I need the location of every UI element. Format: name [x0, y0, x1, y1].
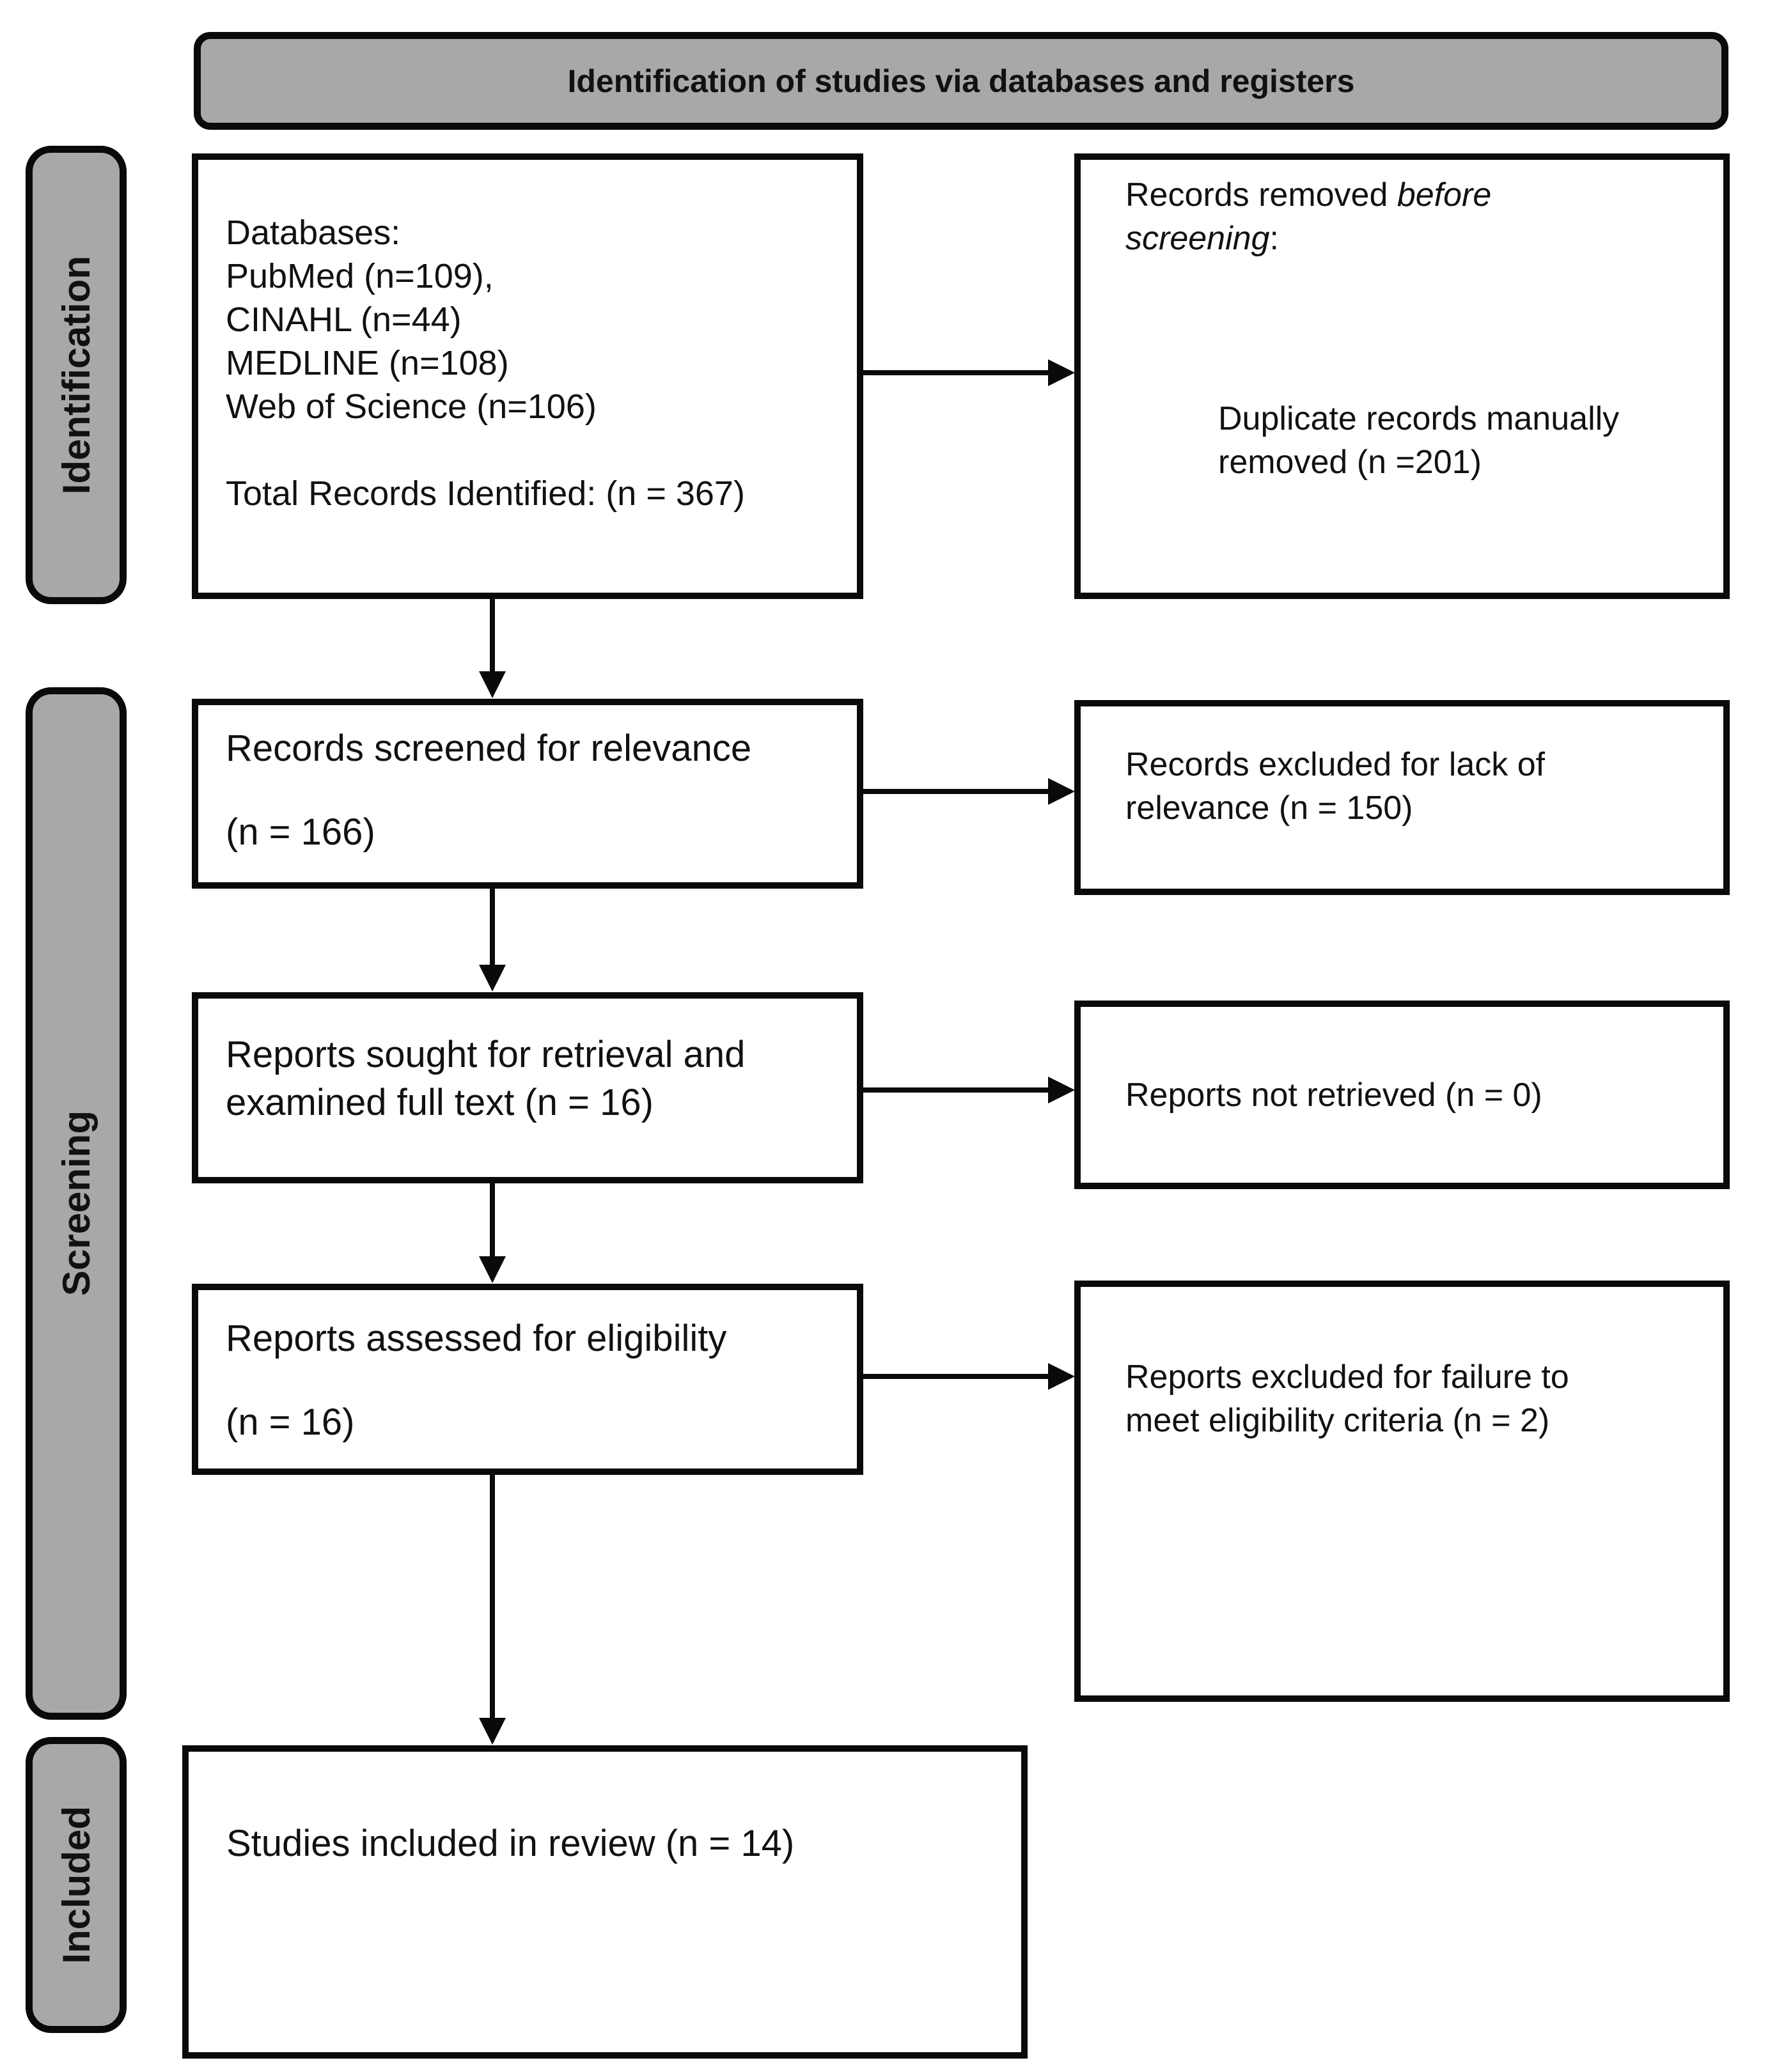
duplicates-removed-detail: Duplicate records manually removed (n =2… — [1218, 400, 1620, 481]
flow-box-records-excluded: Records excluded for lack of relevance (… — [1074, 700, 1730, 895]
sources-line-webofscience: Web of Science (n=106) — [226, 387, 597, 426]
arrow-screened-to-sought-icon — [490, 889, 495, 965]
arrow-screened-to-excluded-icon — [863, 789, 1049, 794]
records-excluded-line2: relevance (n = 150) — [1125, 789, 1413, 827]
records-removed-italic2: screening — [1125, 219, 1270, 257]
reports-not-retrieved-text: Reports not retrieved (n = 0) — [1125, 1076, 1542, 1114]
records-screened-count: (n = 166) — [226, 811, 375, 853]
stage-label-identification: Identification — [54, 255, 98, 495]
flow-box-reports-sought: Reports sought for retrieval and examine… — [192, 992, 863, 1183]
arrow-sources-to-screened-icon — [490, 599, 495, 672]
stage-band-included: Included — [26, 1737, 127, 2033]
flow-box-reports-assessed: Reports assessed for eligibility (n = 16… — [192, 1284, 863, 1475]
diagram-title: Identification of studies via databases … — [567, 63, 1355, 99]
reports-assessed-count: (n = 16) — [226, 1401, 355, 1443]
records-removed-text: Records removed — [1125, 176, 1397, 214]
stage-label-screening: Screening — [54, 1110, 98, 1297]
records-removed-colon: : — [1269, 219, 1279, 257]
arrow-assessed-to-excluded-icon — [863, 1374, 1049, 1379]
records-screened-line1: Records screened for relevance — [226, 728, 752, 769]
sources-line-databases: Databases: — [226, 214, 401, 252]
reports-sought-line1: Reports sought for retrieval and — [226, 1034, 746, 1075]
sources-line-medline: MEDLINE (n=108) — [226, 344, 509, 383]
flow-box-reports-not-retrieved: Reports not retrieved (n = 0) — [1074, 1001, 1730, 1189]
reports-sought-line2: examined full text (n = 16) — [226, 1082, 654, 1124]
arrow-sources-to-removed-icon — [863, 370, 1049, 375]
records-removed-title-line1: Records removed before — [1125, 174, 1704, 217]
arrow-sought-to-assessed-icon — [490, 1183, 495, 1257]
flow-box-database-sources: Databases: PubMed (n=109), CINAHL (n=44)… — [192, 153, 863, 599]
sources-line-cinahl: CINAHL (n=44) — [226, 300, 462, 339]
sources-total-line: Total Records Identified: (n = 367) — [226, 474, 745, 513]
studies-included-text: Studies included in review (n = 14) — [226, 1823, 795, 1864]
flow-box-studies-included: Studies included in review (n = 14) — [182, 1745, 1028, 2059]
reports-assessed-line1: Reports assessed for eligibility — [226, 1318, 727, 1359]
arrow-assessed-to-included-icon — [490, 1475, 495, 1718]
flow-box-records-screened: Records screened for relevance (n = 166) — [192, 699, 863, 889]
records-removed-title-line2: screening: — [1125, 217, 1704, 261]
reports-excluded-line2: meet eligibility criteria (n = 2) — [1125, 1401, 1550, 1439]
records-excluded-line1: Records excluded for lack of — [1125, 746, 1546, 783]
stage-band-identification: Identification — [26, 146, 127, 604]
flow-box-records-removed: Records removed before screening: Duplic… — [1074, 153, 1730, 599]
header-band: Identification of studies via databases … — [194, 32, 1728, 130]
stage-label-included: Included — [54, 1806, 98, 1964]
sources-line-pubmed: PubMed (n=109), — [226, 257, 494, 296]
records-removed-italic1: before — [1397, 176, 1492, 214]
arrow-sought-to-notretrieved-icon — [863, 1087, 1049, 1093]
stage-band-screening: Screening — [26, 687, 127, 1720]
flow-box-reports-excluded: Reports excluded for failure to meet eli… — [1074, 1281, 1730, 1702]
reports-excluded-line1: Reports excluded for failure to — [1125, 1359, 1569, 1396]
